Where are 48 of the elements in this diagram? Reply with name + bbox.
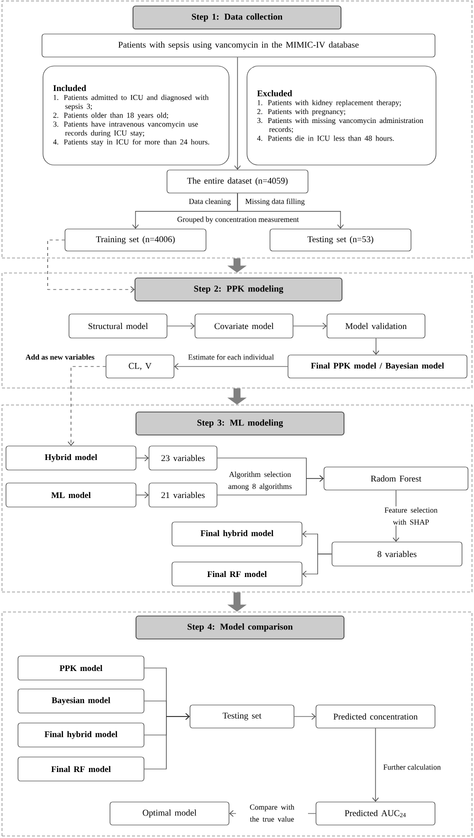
step-header: Step 4: Model comparison bbox=[136, 616, 344, 640]
process-box: Testing set bbox=[190, 704, 294, 728]
step-header: Step 2: PPK modeling bbox=[134, 278, 342, 302]
process-box: Final RF model bbox=[172, 562, 302, 586]
process-box: CL, V bbox=[106, 354, 174, 378]
process-box: Structural model bbox=[68, 314, 168, 338]
process-box: Predicted AUC$_{24}$ bbox=[316, 802, 436, 826]
process-box: ML model bbox=[6, 482, 136, 508]
arrow bbox=[217, 475, 324, 496]
section-panel bbox=[2, 0, 472, 258]
process-box: Optimal model bbox=[110, 802, 230, 826]
arrow bbox=[294, 713, 316, 720]
arrow bbox=[293, 322, 327, 330]
process-box: Testing set (n=53) bbox=[270, 228, 412, 252]
process-box: Predicted concentration bbox=[316, 704, 436, 728]
process-box: Final PPK model / Bayesian model bbox=[288, 354, 468, 378]
arrow bbox=[167, 322, 195, 330]
process-box: Model validation bbox=[326, 314, 426, 338]
arrow bbox=[68, 366, 106, 446]
arrow bbox=[136, 454, 149, 462]
process-box: Final hybrid model bbox=[172, 522, 302, 546]
arrow bbox=[237, 193, 344, 229]
process-box: Hybrid model bbox=[6, 446, 136, 470]
process-box: Radom Forest bbox=[324, 466, 468, 490]
arrow bbox=[302, 554, 332, 578]
step-header: Step 1: Data collection bbox=[132, 6, 342, 30]
process-box: Covariate model bbox=[194, 314, 294, 338]
process-box: 8 variables bbox=[332, 542, 462, 566]
arrow bbox=[144, 713, 190, 770]
process-box: Bayesian model bbox=[18, 688, 144, 714]
process-box: 23 variables bbox=[148, 446, 218, 470]
step-header: Step 3: ML modeling bbox=[136, 412, 344, 436]
arrow bbox=[47, 240, 135, 293]
section-panel bbox=[2, 404, 472, 592]
section-panel bbox=[2, 272, 472, 388]
arrow bbox=[372, 728, 379, 802]
process-box: Patients with sepsis using vancomycin in the MIMIC-IV database bbox=[42, 34, 436, 58]
section-panel bbox=[2, 612, 472, 836]
process-box: PPK model bbox=[18, 656, 144, 680]
process-box: 21 variables bbox=[148, 482, 218, 508]
arrow bbox=[234, 57, 241, 170]
process-box: Final RF model bbox=[18, 756, 144, 782]
process-box: Final hybrid model bbox=[18, 722, 144, 748]
process-box: The entire dataset (n=4059) bbox=[166, 170, 308, 194]
arrow bbox=[174, 363, 288, 370]
arrow bbox=[372, 338, 380, 355]
arrow bbox=[136, 492, 149, 498]
process-box: Training set (n=4006) bbox=[64, 228, 206, 252]
